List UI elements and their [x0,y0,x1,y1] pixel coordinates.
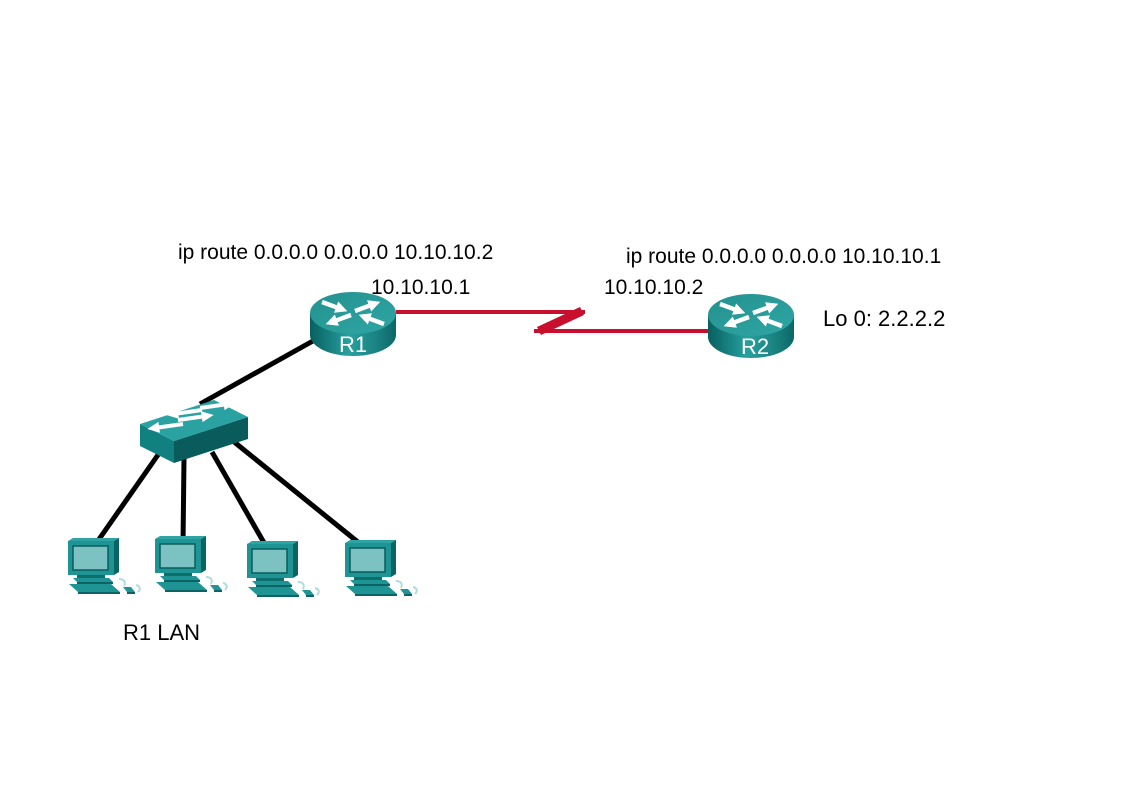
pc-icon-3 [246,540,320,598]
link-r1-switch [198,334,322,407]
workgroup-switch-icon [140,397,248,463]
link-switch-pc1 [92,450,163,547]
serial-link-r1-r2 [396,307,708,335]
r1-static-route-label: ip route 0.0.0.0 0.0.0.0 10.10.10.2 [178,241,493,264]
r1-serial-ip-label: 10.10.10.1 [371,276,470,299]
link-switch-pc4 [231,439,366,549]
router-r2-name: R2 [741,334,769,359]
pc-icon-2 [154,535,228,593]
r2-static-route-label: ip route 0.0.0.0 0.0.0.0 10.10.10.1 [626,245,941,268]
link-switch-pc2 [180,457,187,546]
link-switch-pc3 [209,450,270,550]
pc-icon-1 [67,537,141,595]
r2-loopback-label: Lo 0: 2.2.2.2 [823,306,945,331]
serial-bolt-icon [537,307,584,335]
lan-label: R1 LAN [123,620,200,645]
ethernet-links [92,334,366,550]
r2-serial-ip-label: 10.10.10.2 [604,276,703,299]
router-r1-name: R1 [339,332,367,357]
pc-icon-4 [344,539,418,597]
